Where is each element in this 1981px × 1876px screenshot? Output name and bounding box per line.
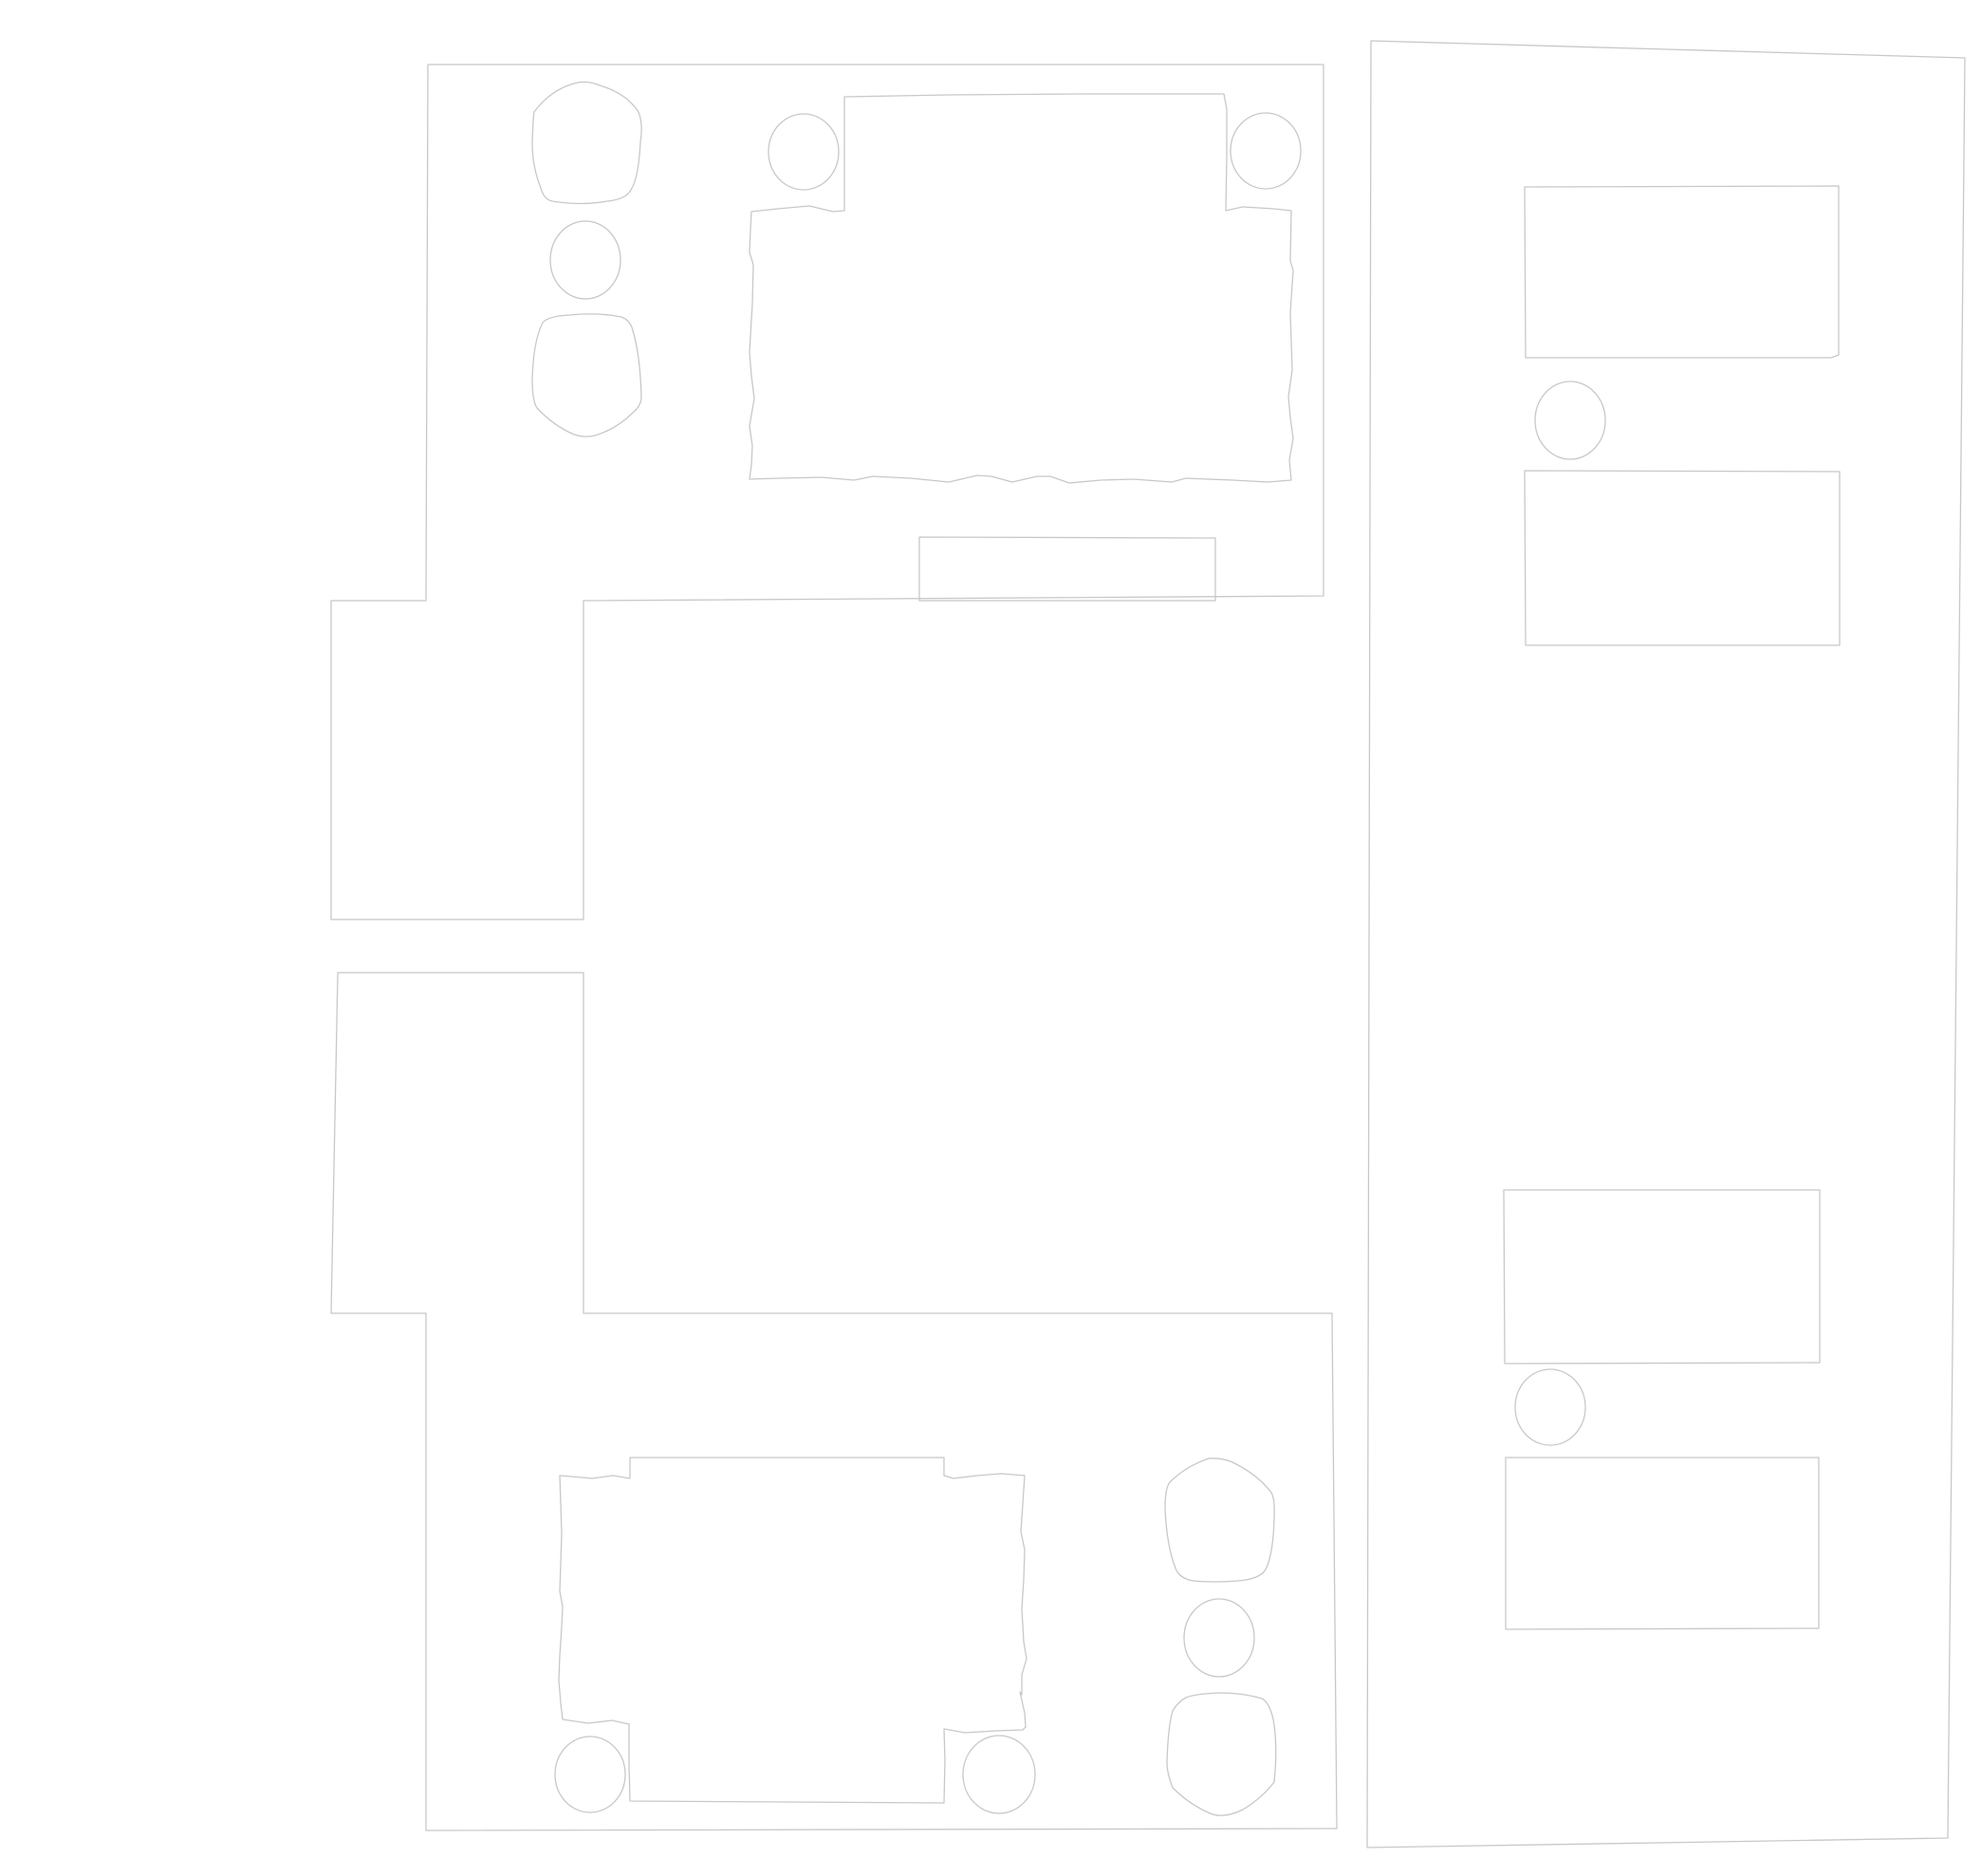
lower-lounge-chair-top [1164,1458,1275,1583]
upper-room-outline [330,64,1324,920]
upper-stool-left [549,220,621,300]
upper-stool-table-left [768,113,840,191]
right-stool-upper [1534,381,1606,460]
upper-lounge-chair-top [531,81,642,205]
upper-lounge-chair-bottom [531,313,642,437]
lower-lounge-chair-bottom [1166,1692,1277,1816]
right-panel-4 [1505,1457,1820,1630]
right-hall [1366,40,1966,1848]
upper-table [749,93,1294,484]
right-stool-lower [1514,1368,1586,1446]
lower-room [330,972,1338,1831]
right-panel-1 [1524,185,1840,359]
right-hall-outline [1366,40,1966,1848]
lower-table [558,1457,1028,1804]
lower-stool-table-right [962,1735,1036,1814]
right-panel-2 [1524,470,1841,646]
upper-room [330,64,1324,920]
lower-stool-right [1183,1598,1255,1678]
upper-stool-table-right [1230,112,1302,190]
lower-stool-table-left [554,1736,626,1813]
right-panel-3 [1503,1189,1821,1365]
upper-bench [918,536,1216,602]
lower-room-outline [330,972,1338,1831]
